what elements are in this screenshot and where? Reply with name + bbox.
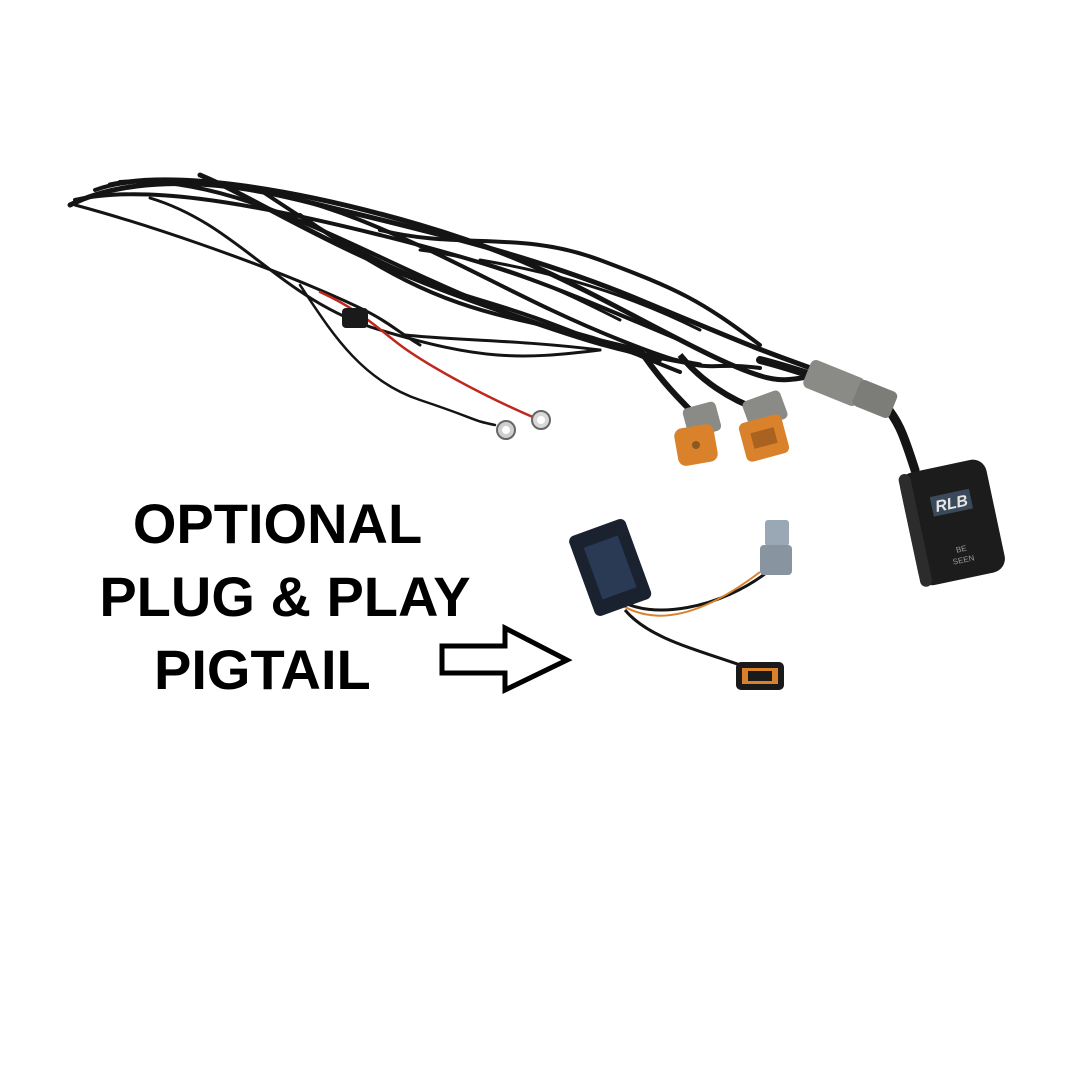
gray-inline-connector [803,360,898,418]
svg-text:BE: BE [955,544,967,555]
callout-line-3: PIGTAIL [154,638,371,701]
svg-text:SEEN: SEEN [952,553,975,566]
pigtail-adapter [569,518,792,690]
pigtail-blue-connector [765,520,789,546]
orange-connectors [637,348,790,466]
switch-logo: RLB [934,492,970,515]
ring-terminals [496,410,551,440]
callout-line-1: OPTIONAL [132,492,423,555]
arrow-icon [439,623,573,694]
callout-line-2: PLUG & PLAY [99,565,471,628]
inline-fuse-holder [342,308,368,328]
rocker-switch: RLB BE SEEN [898,459,1005,587]
pigtail-callout-text: OPTIONAL PLUG & PLAY PIGTAIL [60,487,510,706]
